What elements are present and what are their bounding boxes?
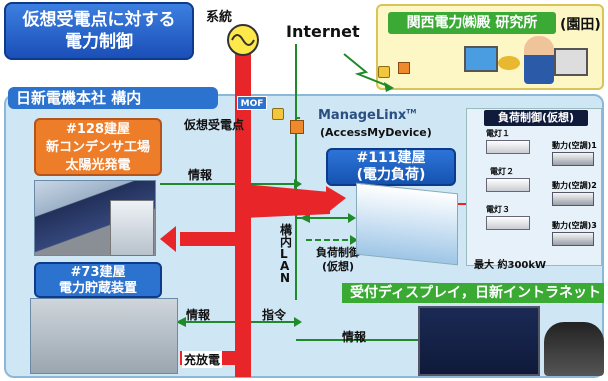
info-label-128: 情報 bbox=[188, 168, 213, 182]
virtual-point-label: 仮想受電点 bbox=[184, 118, 245, 132]
info-label-display: 情報 bbox=[342, 330, 367, 344]
reception-display-banner: 受付ディスプレイ，日新イントラネット bbox=[342, 283, 604, 303]
info-label-73: 情報 bbox=[186, 308, 211, 322]
lamp-2-icon bbox=[486, 178, 530, 192]
lab-lock-icon bbox=[378, 66, 390, 78]
managelinx-brand: ManageLinxTM bbox=[318, 108, 416, 123]
diagram-title: 仮想受電点に対する 電力制御 bbox=[4, 2, 194, 60]
ac-1-label: 動力(空調)1 bbox=[552, 141, 597, 150]
internet-label: Internet bbox=[286, 22, 360, 41]
arrowhead-111-left bbox=[300, 213, 310, 223]
power-arrowhead-128 bbox=[160, 226, 176, 252]
power-to-111 bbox=[243, 184, 330, 218]
load-control-label: 負荷制御 (仮想) bbox=[316, 246, 360, 274]
building-128-tag: #128建屋 新コンデンサ工場 太陽光発電 bbox=[34, 118, 162, 176]
load-panel-title: 負荷制御(仮想) bbox=[484, 110, 588, 126]
ac-3-label: 動力(空調)3 bbox=[552, 221, 597, 230]
command-label: 指令 bbox=[262, 308, 287, 322]
internet-link bbox=[343, 53, 389, 87]
power-from-128 bbox=[180, 232, 236, 246]
building-111-tag: #111建屋 (電力負荷) bbox=[326, 148, 456, 186]
load-ctrl-line2: (仮想) bbox=[321, 260, 355, 273]
lab-place: (園田) bbox=[560, 17, 601, 33]
ac-2-label: 動力(空調)2 bbox=[552, 181, 597, 190]
gateway-icon bbox=[290, 120, 304, 134]
lab-gateway-icon bbox=[398, 62, 410, 74]
lab-monitor-icon bbox=[464, 46, 498, 72]
arrowhead-load-ctrl bbox=[350, 235, 358, 245]
arrowhead-128 bbox=[294, 179, 302, 189]
reception-display-screen bbox=[418, 306, 540, 376]
lamp-3-icon bbox=[486, 216, 530, 230]
lamp-1-label: 電灯１ bbox=[486, 129, 510, 138]
max-load-label: 最大 約300kW bbox=[474, 260, 547, 271]
grid-label: 系統 bbox=[206, 10, 233, 25]
power-lines bbox=[160, 52, 346, 377]
lamp-1-icon bbox=[486, 140, 530, 154]
managelinx-name: ManageLinx bbox=[318, 108, 407, 123]
b111-line2: (電力負荷) bbox=[356, 167, 426, 183]
lab-pc-icon bbox=[554, 48, 588, 76]
lab-name: 関西電力㈱殿 研究所 bbox=[388, 12, 556, 34]
b128-line3: 太陽光発電 bbox=[65, 158, 131, 173]
lan-label: 構内LAN bbox=[280, 223, 293, 285]
ac-3-icon bbox=[552, 232, 594, 246]
title-line-1: 仮想受電点に対する bbox=[22, 10, 176, 30]
arrowhead-111-right bbox=[348, 213, 356, 223]
mof-badge: MOF bbox=[237, 96, 267, 110]
lab-person-icon bbox=[524, 36, 554, 84]
building-73-tag: #73建屋 電力貯蔵装置 bbox=[34, 262, 162, 298]
arrowhead-73-left bbox=[176, 317, 186, 327]
b128-line2: 新コンデンサ工場 bbox=[45, 140, 150, 155]
b128-line1: #128建屋 bbox=[65, 122, 131, 137]
b73-line2: 電力貯蔵装置 bbox=[58, 281, 137, 296]
building-111-image bbox=[356, 182, 458, 266]
lock-icon bbox=[272, 108, 284, 120]
campus-label: 日新電機本社 構内 bbox=[8, 87, 218, 109]
b73-line1: #73建屋 bbox=[70, 265, 126, 280]
charge-label: 充放電 bbox=[182, 351, 223, 368]
lamp-3-label: 電灯３ bbox=[486, 205, 510, 214]
load-ctrl-line1: 負荷制御 bbox=[316, 246, 360, 259]
pcs-cabinet-image bbox=[110, 200, 154, 256]
internet-arrowhead bbox=[384, 82, 394, 92]
viewer-person-icon bbox=[544, 322, 604, 376]
arrowhead-73-right bbox=[294, 317, 302, 327]
lab-coins-icon bbox=[498, 56, 520, 70]
lamp-2-label: 電灯２ bbox=[490, 167, 514, 176]
ac-2-icon bbox=[552, 192, 594, 206]
b111-line1: #111建屋 bbox=[356, 150, 426, 166]
title-line-2: 電力制御 bbox=[65, 32, 133, 52]
managelinx-sub: (AccessMyDevice) bbox=[320, 126, 432, 139]
ac-1-icon bbox=[552, 152, 594, 166]
storage-photo bbox=[30, 298, 178, 374]
managelinx-tm: TM bbox=[406, 108, 417, 116]
lan-lines bbox=[160, 44, 424, 341]
power-arrowhead-111 bbox=[326, 186, 346, 214]
